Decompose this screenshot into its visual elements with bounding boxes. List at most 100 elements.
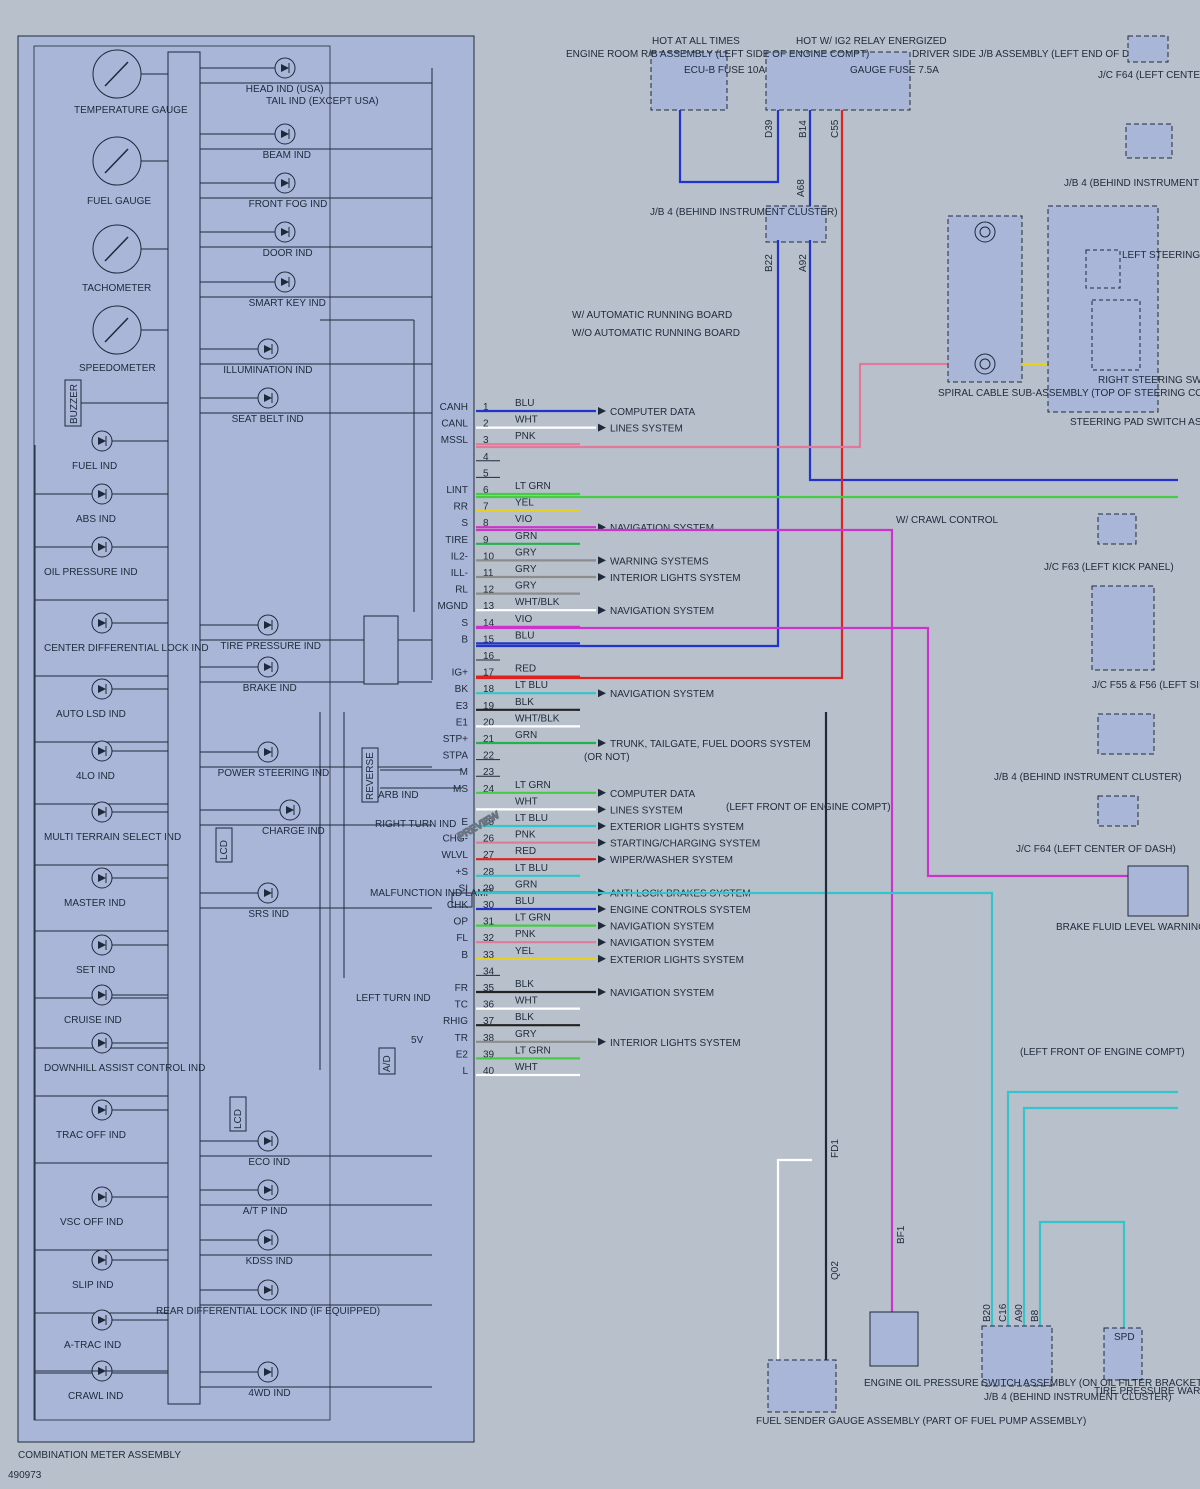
conn-b20: B20 (982, 1304, 993, 1322)
lcd-label-2: LCD (233, 1109, 244, 1129)
a1-bot-label: (LEFT FRONT OF ENGINE COMPT) (1020, 1047, 1185, 1058)
harness-wire (476, 362, 948, 449)
indicator-lamp-icon (91, 1099, 113, 1121)
jb4-bottom-label: J/B 4 (BEHIND INSTRUMENT CLUSTER) (984, 1392, 1172, 1403)
pin-wire-color: BLK (515, 979, 534, 990)
indicator-lamp-icon (91, 483, 113, 505)
indicator-lamp-icon (91, 1032, 113, 1054)
lcd-box-1 (215, 827, 233, 863)
pin-signal-label: ILL- (451, 568, 468, 579)
engine-rb-box (650, 51, 728, 111)
right-ind-label: BRAKE IND (243, 683, 297, 694)
gauge-fuel-label: FUEL GAUGE (87, 196, 151, 207)
pin-destination: EXTERIOR LIGHTS SYSTEM (610, 822, 744, 833)
meter-title: COMBINATION METER ASSEMBLY (18, 1450, 181, 1461)
conn-a68: A68 (796, 179, 807, 197)
pin-signal-label: MSSL (441, 435, 469, 446)
meter-inner-frame (33, 45, 331, 1421)
pin-signal-label: TR (455, 1033, 468, 1044)
indicator-lamp-icon (91, 740, 113, 762)
indicator-lamp-icon (279, 799, 301, 821)
note-1: W/ AUTOMATIC RUNNING BOARD (572, 310, 732, 321)
indicator-lamp-icon (91, 612, 113, 634)
left-ind-label: DOWNHILL ASSIST CONTROL IND (44, 1063, 205, 1074)
jb4-b35-box (1125, 123, 1173, 159)
harness-wire (476, 626, 1128, 878)
gauge-tachometer: TACHOMETER (82, 224, 168, 294)
pin-number: 8 (483, 518, 489, 529)
pin-signal-label: RL (455, 585, 468, 596)
arrow-right-icon (598, 838, 606, 847)
gauge-speedometer: SPEEDOMETER (79, 305, 168, 374)
conn-c16: C16 (998, 1303, 1009, 1322)
pin-wire-color: BLU (515, 398, 534, 409)
pin-signal-label: BK (455, 684, 469, 695)
pin-wire-color: WHT (515, 415, 538, 426)
indicator-lamp-icon (257, 338, 279, 360)
pin-destination: TRUNK, TAILGATE, FUEL DOORS SYSTEM (610, 739, 811, 750)
right-sw-box (1091, 299, 1141, 371)
tail-ind-label: TAIL IND (EXCEPT USA) (266, 96, 379, 107)
left-ind-label: FUEL IND (72, 461, 117, 472)
conn-d39: D39 (764, 119, 775, 138)
jc-f64-top-label: J/C F64 (LEFT CENTER OF DASH) (1098, 70, 1200, 81)
harness-wire (476, 240, 780, 648)
pin-number: 22 (483, 751, 495, 762)
arrow-right-icon (598, 805, 606, 814)
indicator-lamp-icon (274, 123, 296, 145)
jc-f64-top-box (1127, 35, 1169, 63)
left-ind-label: VSC OFF IND (60, 1217, 123, 1228)
pin-wire-color: LT GRN (515, 481, 551, 492)
indicator-lamp-icon (257, 1229, 279, 1251)
right-ind-label: SEAT BELT IND (232, 414, 304, 425)
right-ind-label: KDSS IND (246, 1256, 293, 1267)
pin-number: 33 (483, 950, 495, 961)
bottom-components (767, 1311, 1143, 1413)
pin-wire-color: RED (515, 664, 536, 675)
indicator-lamp-icon (91, 1309, 113, 1331)
pin-number: 25 (483, 817, 495, 828)
left-sw-label: LEFT STEERING SWITCH (1122, 250, 1200, 261)
pin-number: 37 (483, 1016, 495, 1027)
pin-number: 31 (483, 917, 495, 928)
pin-number: 23 (483, 767, 495, 778)
left-ind-label: 4LO IND (76, 771, 115, 782)
pin-wire-color: VIO (515, 514, 532, 525)
right-turn-label: RIGHT TURN IND (375, 819, 456, 830)
indicator-lamp-icon (257, 1179, 279, 1201)
pin-wire-color: BLU (515, 630, 534, 641)
right-ind-label: FRONT FOG IND (249, 199, 328, 210)
pin-signal-label: FL (456, 933, 468, 944)
pin-destination: NAVIGATION SYSTEM (610, 606, 714, 617)
pin-number: 5 (483, 468, 489, 479)
harness-wire (476, 891, 994, 1326)
pin-row: 4 (476, 452, 500, 463)
pin-wire-color: GRN (515, 879, 537, 890)
pin-destination: NAVIGATION SYSTEM (610, 988, 714, 999)
indicator-lamp-icon (257, 1279, 279, 1301)
brake-switch-box (1127, 865, 1189, 917)
pin-signal-label: MS (453, 784, 468, 795)
pin-number: 9 (483, 535, 489, 546)
jb4-b35-label: J/B 4 (BEHIND INSTRUMENT CLUSTER) (1064, 178, 1200, 189)
conn-a90: A90 (1014, 1304, 1025, 1322)
pin-number: 21 (483, 734, 495, 745)
right-ind-label: ECO IND (248, 1157, 290, 1168)
harness-wire (1038, 1220, 1126, 1328)
pin-number: 14 (483, 618, 495, 629)
indicator-lamp-icon (257, 882, 279, 904)
pin-wire-color: GRN (515, 531, 537, 542)
pin-destination: STARTING/CHARGING SYSTEM (610, 839, 760, 850)
